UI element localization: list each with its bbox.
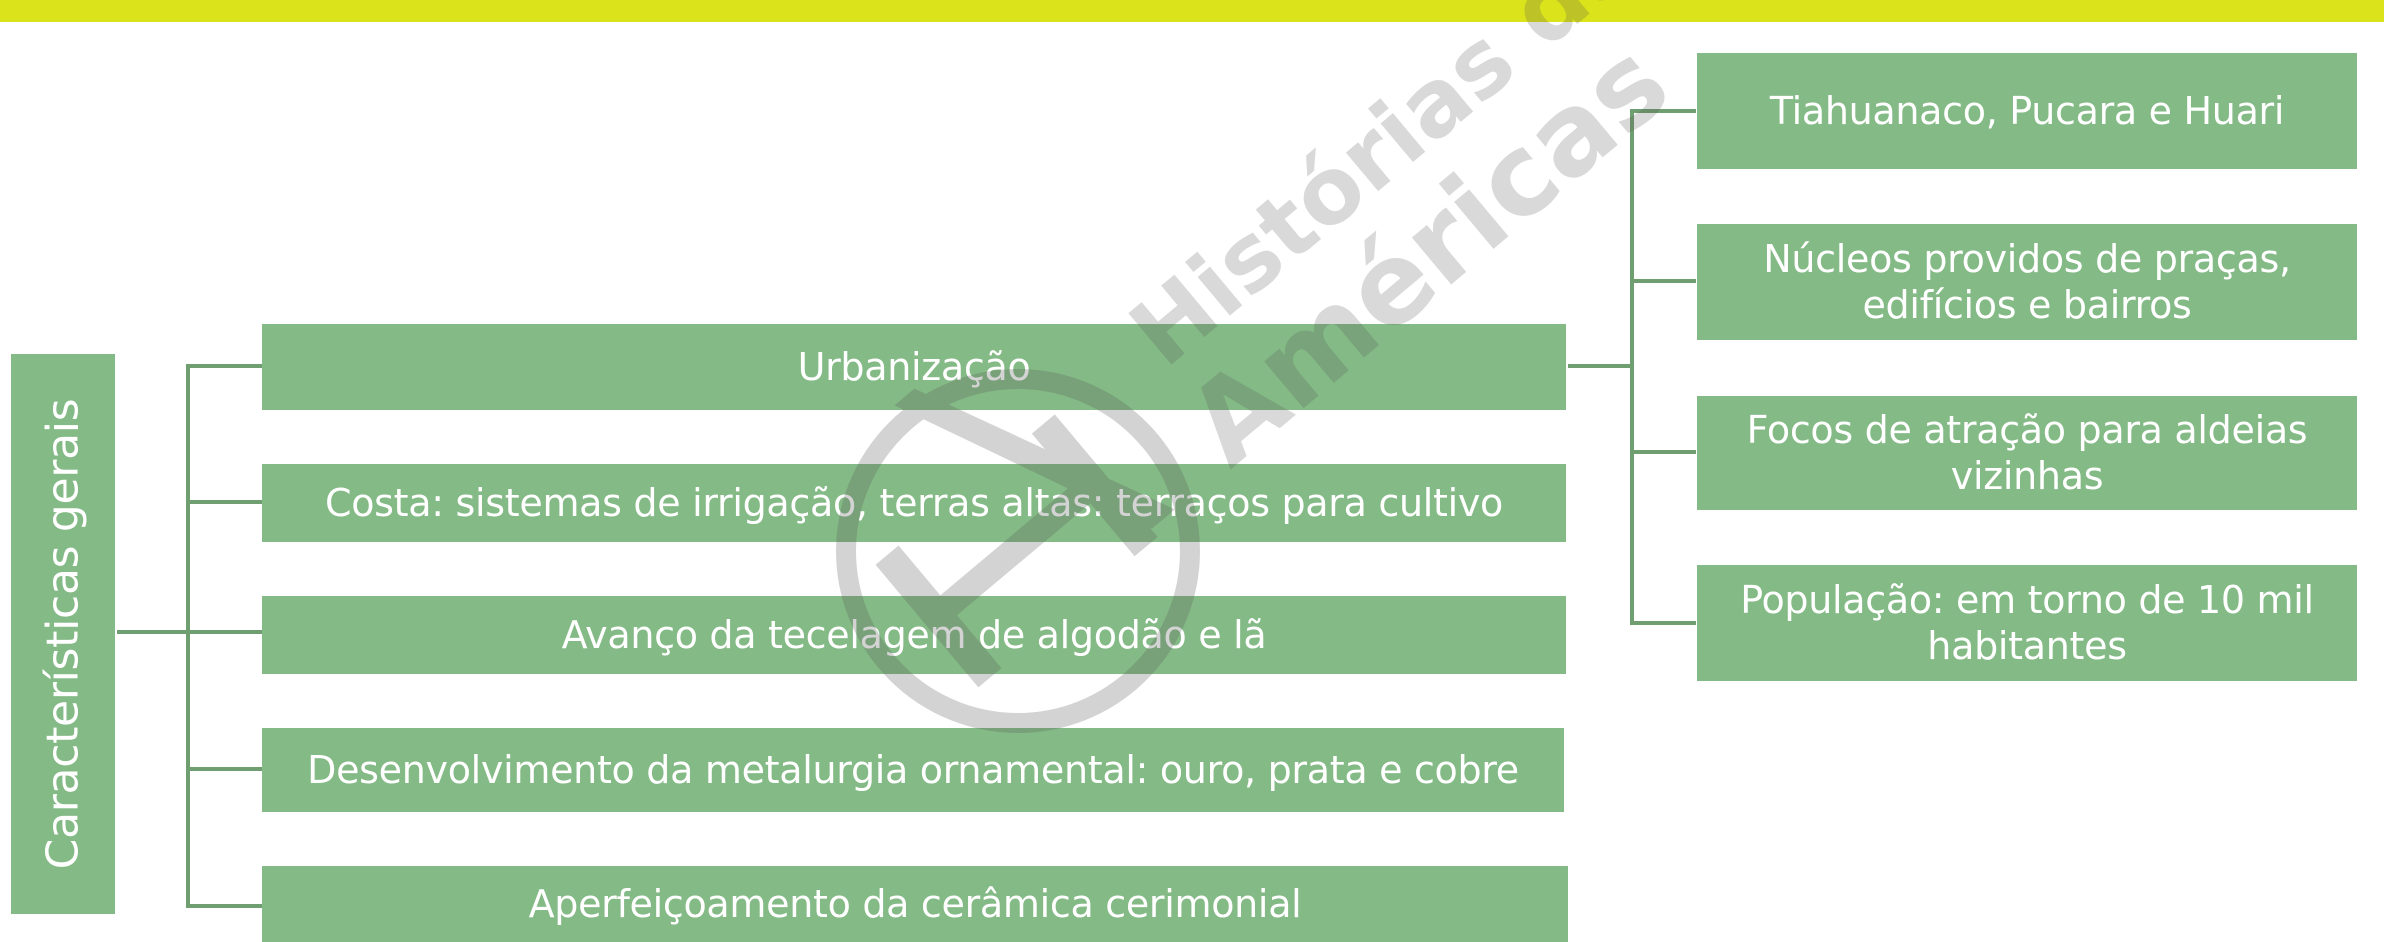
branch-urbanization: Urbanização — [262, 324, 1566, 410]
branch-weaving: Avanço da tecelagem de algodão e lã — [262, 596, 1566, 674]
root-node — [11, 354, 115, 914]
branch-ceramics: Aperfeiçoamento da cerâmica cerimonial — [262, 866, 1568, 942]
child-nucleos: Núcleos providos de praças, edifícios e … — [1697, 224, 2357, 340]
top-accent-bar — [0, 0, 2384, 22]
child-focos: Focos de atração para aldeias vizinhas — [1697, 396, 2357, 510]
child-populacao: População: em torno de 10 mil habitantes — [1697, 565, 2357, 681]
branch-irrigation: Costa: sistemas de irrigação, terras alt… — [262, 464, 1566, 542]
child-tiahuanaco: Tiahuanaco, Pucara e Huari — [1697, 53, 2357, 169]
root-node-label: Características gerais — [37, 398, 89, 870]
branch-metallurgy: Desenvolvimento da metalurgia ornamental… — [262, 728, 1564, 812]
